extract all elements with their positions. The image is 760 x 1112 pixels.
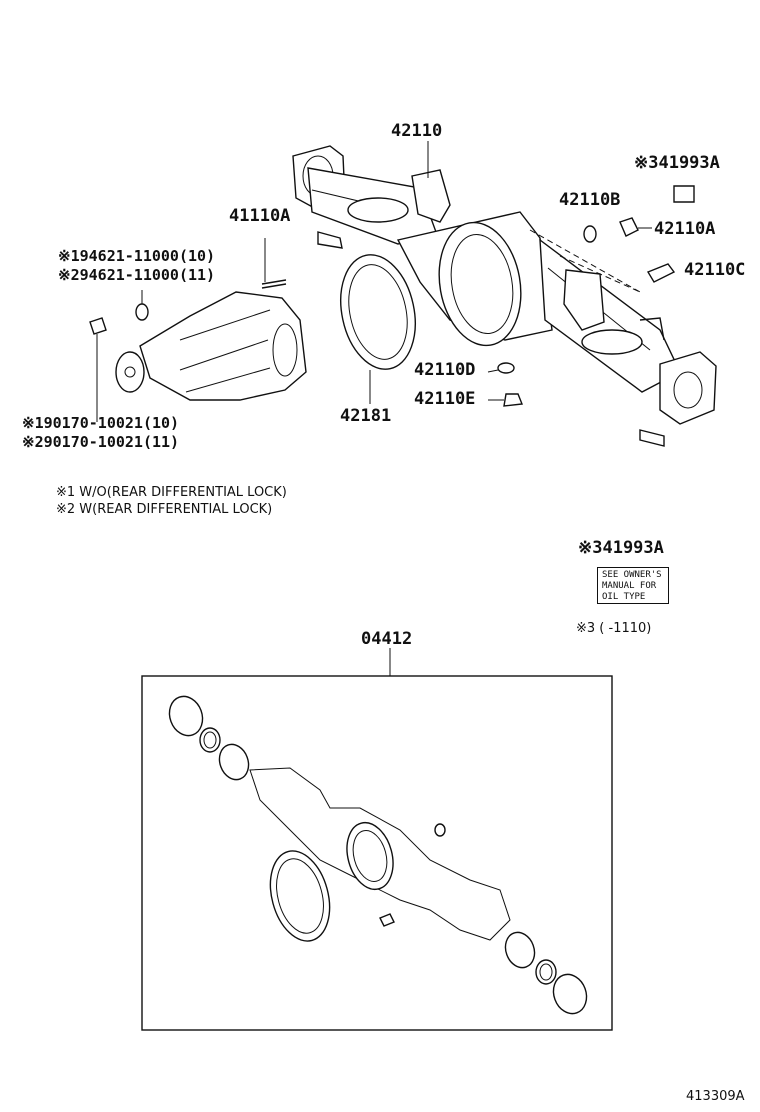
label-washer-note1[interactable]: ※194621-11000(10) xyxy=(58,247,216,265)
oil-tag-line2: MANUAL FOR xyxy=(602,581,657,591)
label-top-41993a[interactable]: ※341993A xyxy=(634,153,720,173)
gasket-42181-drawing xyxy=(340,254,416,370)
footer-code: 413309A xyxy=(686,1089,745,1104)
oil-tag-line3: OIL TYPE xyxy=(602,592,646,602)
label-gasket[interactable]: 42181 xyxy=(340,406,392,426)
label-stud[interactable]: 41110A xyxy=(229,206,291,226)
note-2: ※2 W(REAR DIFFERENTIAL LOCK) xyxy=(56,502,273,517)
gasket-kit-box xyxy=(141,675,613,1031)
oil-type-tag: SEE OWNER'S MANUAL FOR OIL TYPE xyxy=(597,567,669,604)
oil-tag-line1: SEE OWNER'S xyxy=(602,570,662,580)
label-nut-note2[interactable]: ※290170-10021(11) xyxy=(22,433,180,451)
label-gasket-kit[interactable]: 04412 xyxy=(361,629,413,649)
label-plug-b[interactable]: 42110B xyxy=(559,190,621,210)
label-breather-c[interactable]: 42110C xyxy=(684,260,746,280)
label-plug-e[interactable]: 42110E xyxy=(414,389,476,409)
note-1: ※1 W/O(REAR DIFFERENTIAL LOCK) xyxy=(56,485,287,500)
label-plug-d[interactable]: 42110D xyxy=(414,360,476,380)
label-nut-note1[interactable]: ※190170-10021(10) xyxy=(22,414,180,432)
label-carrier-housing[interactable]: 42110 xyxy=(391,121,443,141)
differential-carrier-drawing xyxy=(115,291,307,401)
axle-housing-drawing xyxy=(292,145,717,447)
note-3: ※3 ( -1110) xyxy=(576,621,652,636)
label-plug-a[interactable]: 42110A xyxy=(654,219,716,239)
label-bottom-41993a[interactable]: ※341993A xyxy=(578,538,664,558)
label-washer-note2[interactable]: ※294621-11000(11) xyxy=(58,266,216,284)
